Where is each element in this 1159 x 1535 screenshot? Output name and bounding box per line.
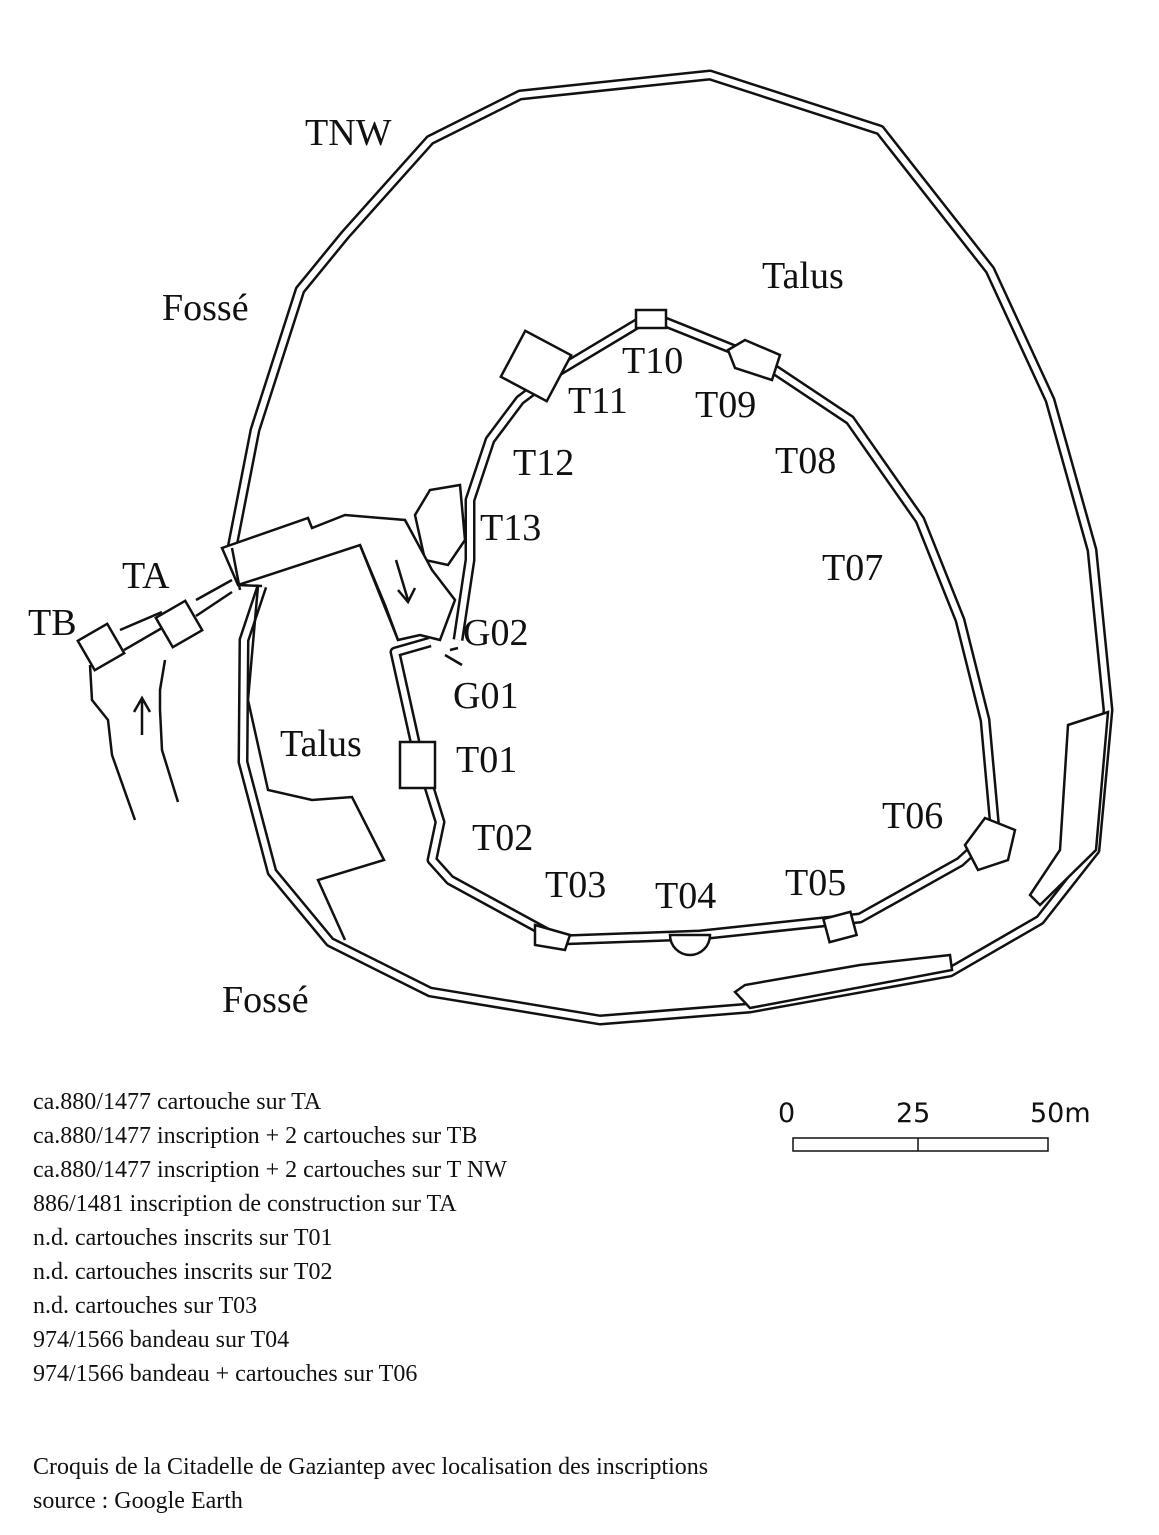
caption-source: source : Google Earth [33,1488,243,1514]
scale-bar: 0 25 50m [778,1098,1091,1152]
legend-item: ca.880/1477 inscription + 2 cartouches s… [33,1157,507,1183]
label-talus-top: Talus [762,255,844,297]
label-g02: G02 [463,612,528,654]
label-talus-bottom: Talus [280,723,362,765]
label-fosse-bottom: Fossé [222,979,309,1021]
outer-bastion-east [1028,710,1110,907]
scale-label-25: 25 [896,1098,930,1129]
talus-boundary [246,585,386,941]
label-t07: T07 [822,547,883,589]
caption-title: Croquis de la Citadelle de Gaziantep ave… [33,1454,709,1480]
gate-g01-marks [444,646,463,667]
inscription-legend: ca.880/1477 cartouche sur TA ca.880/1477… [33,1085,507,1391]
label-t13: T13 [480,507,541,549]
legend-item: 886/1481 inscription de construction sur… [33,1191,457,1217]
label-g01: G01 [453,675,518,717]
tower-tb [76,622,126,672]
tower-t05 [821,910,859,944]
scale-label-50m: 50m [1030,1098,1091,1129]
tower-t01 [398,740,437,790]
label-t05: T05 [785,862,846,904]
label-t06: T06 [882,795,943,837]
outer-wall [226,69,1114,1026]
label-tnw: TNW [305,112,392,154]
label-t01: T01 [456,739,517,781]
outwork-walls [88,578,233,821]
tower-t09 [726,338,782,382]
inner-citadel-wall [389,316,1001,946]
label-t11: T11 [568,380,628,422]
tower-t04 [668,933,712,957]
up-arrow-icon [132,695,152,735]
outer-bastion-south [733,953,954,1010]
label-fosse-top: Fossé [162,287,249,329]
tower-t06 [963,816,1017,872]
label-t09: T09 [695,384,756,426]
tower-t03 [533,923,572,952]
down-arrow-icon [394,559,417,605]
legend-item: 974/1566 bandeau + cartouches sur T06 [33,1361,418,1387]
legend-item: n.d. cartouches sur T03 [33,1293,258,1319]
tower-ta [154,599,204,649]
label-t02: T02 [472,817,533,859]
legend-item: ca.880/1477 cartouche sur TA [33,1089,322,1115]
label-t08: T08 [775,440,836,482]
tower-t10 [634,308,668,330]
legend-item: n.d. cartouches inscrits sur T02 [33,1259,333,1285]
legend-item: n.d. cartouches inscrits sur T01 [33,1225,333,1251]
tower-t11 [499,329,573,403]
label-tb: TB [28,602,77,644]
label-t10: T10 [622,340,683,382]
label-t04: T04 [655,875,716,917]
legend-item: ca.880/1477 inscription + 2 cartouches s… [33,1123,478,1149]
label-t03: T03 [545,864,606,906]
scale-label-0: 0 [778,1098,795,1129]
label-t12: T12 [513,442,574,484]
legend-item: 974/1566 bandeau sur T04 [33,1327,290,1353]
label-ta: TA [122,555,170,597]
figure-caption: Croquis de la Citadelle de Gaziantep ave… [33,1450,708,1518]
